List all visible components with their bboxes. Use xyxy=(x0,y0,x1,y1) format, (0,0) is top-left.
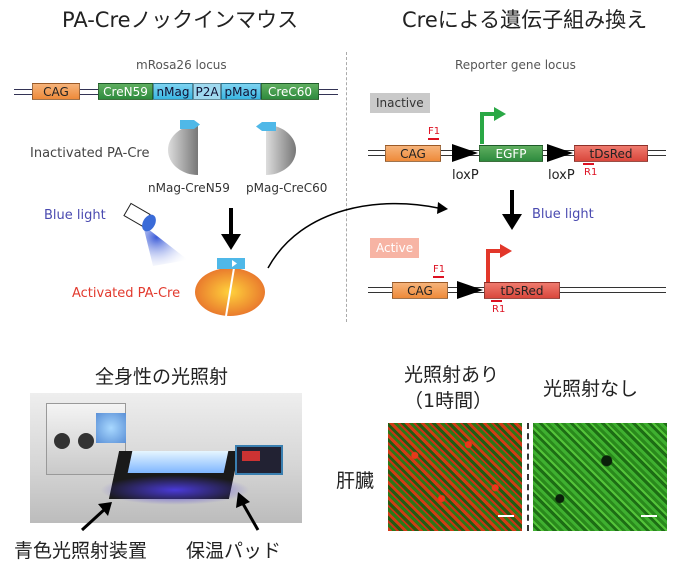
left-title: PA-Creノックインマウス xyxy=(62,8,299,32)
r1-label-inactive: R1 xyxy=(584,167,598,178)
irradiation-window xyxy=(127,451,229,473)
scale-bar-1 xyxy=(498,515,514,517)
r1-primer-active xyxy=(491,300,502,302)
inactivated-label: Inactivated PA-Cre xyxy=(30,146,150,161)
blue-light-label-right: Blue light xyxy=(532,207,594,222)
liver-image-no-light xyxy=(533,423,667,531)
light-head xyxy=(96,413,126,443)
inactive-badge: Inactive xyxy=(370,93,430,113)
crec60-box: CreC60 xyxy=(261,83,319,100)
liver-label: 肝臓 xyxy=(336,470,375,492)
lamp-icon xyxy=(123,202,188,266)
nmag-box: nMag xyxy=(153,83,193,100)
pmag-box: pMag xyxy=(221,83,261,100)
pad-label: 保温パッド xyxy=(186,540,282,562)
activated-label: Activated PA-Cre xyxy=(72,286,181,301)
activated-pa-cre-shape xyxy=(195,258,265,317)
liver-image-light xyxy=(388,423,522,531)
p2a-box: P2A xyxy=(193,83,221,100)
cag-box-active: CAG xyxy=(392,282,448,299)
blue-glow xyxy=(100,475,250,505)
tdsred-box-inactive: tDsRed xyxy=(574,145,648,162)
reporter-label: Reporter gene locus xyxy=(455,58,576,72)
knob-2 xyxy=(78,433,94,449)
one-hour-label: （1時間） xyxy=(404,390,493,412)
controller-display xyxy=(242,451,260,461)
loxp-triangle-3 xyxy=(457,281,483,299)
cag-box: CAG xyxy=(32,83,80,100)
f1-label-active: F1 xyxy=(433,264,446,275)
whole-body-title: 全身性の光照射 xyxy=(95,366,229,388)
down-arrow-left xyxy=(221,208,241,250)
loxp-label-2: loxP xyxy=(548,168,575,183)
f1-label-inactive: F1 xyxy=(428,126,441,137)
curved-arrow xyxy=(267,202,448,269)
active-badge: Active xyxy=(370,238,420,258)
without-light-title: 光照射なし xyxy=(543,378,639,400)
cag-box-inactive: CAG xyxy=(385,145,441,162)
promoter-arrow-green xyxy=(480,107,506,144)
image-divider xyxy=(527,423,529,531)
f1-primer-active xyxy=(433,276,444,278)
inactivated-pa-cre-shape xyxy=(167,120,297,175)
egfp-box: EGFP xyxy=(479,145,543,162)
down-arrow-right xyxy=(502,190,522,230)
loxp-triangle-2 xyxy=(547,144,573,162)
blue-light-label: Blue light xyxy=(44,208,106,223)
cren59-box: CreN59 xyxy=(98,83,153,100)
promoter-arrow-red xyxy=(486,244,512,282)
divider xyxy=(346,52,347,322)
mrosa-label: mRosa26 locus xyxy=(136,58,227,72)
tdsred-box-active: tDsRed xyxy=(484,282,560,299)
f1-primer-inactive xyxy=(428,138,439,140)
loxp-triangle-1 xyxy=(452,144,478,162)
r1-label-active: R1 xyxy=(492,304,506,315)
right-title: Creによる遺伝子組み換え xyxy=(402,8,648,32)
device-pointer-arrow xyxy=(80,502,112,532)
nmag-cren59-label: nMag-CreN59 xyxy=(148,181,230,195)
device-photo xyxy=(30,393,302,523)
device-label: 青色光照射装置 xyxy=(14,540,148,562)
with-light-title: 光照射あり xyxy=(404,364,500,386)
scale-bar-2 xyxy=(641,515,657,517)
r1-primer-inactive xyxy=(583,163,594,165)
knob-1 xyxy=(54,433,70,449)
loxp-label-1: loxP xyxy=(452,168,479,183)
pad-pointer-arrow xyxy=(236,492,260,531)
pmag-crec60-label: pMag-CreC60 xyxy=(246,181,328,195)
